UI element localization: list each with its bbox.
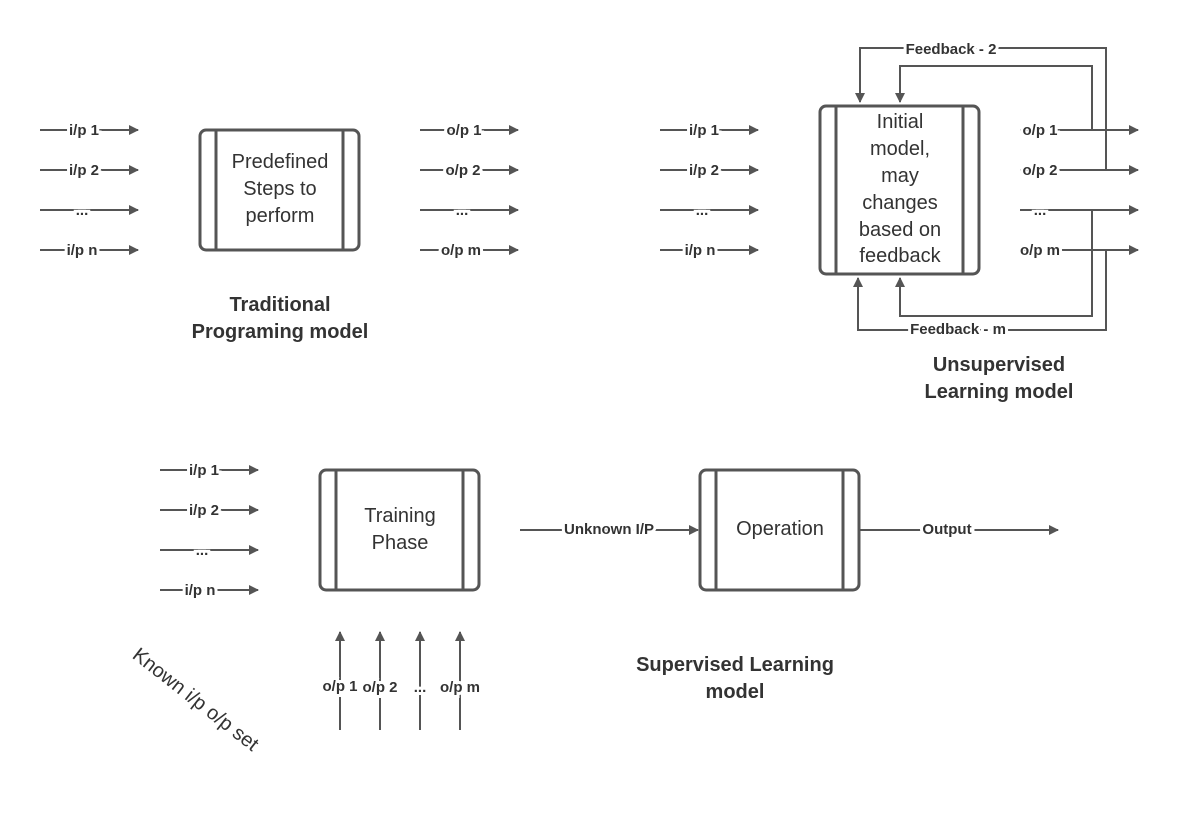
input-label: ... <box>76 202 89 219</box>
output-connector: Output <box>860 518 1059 541</box>
known-output-label: o/p m <box>440 679 480 696</box>
feedback-arrow <box>853 250 1107 331</box>
process-box <box>698 468 861 592</box>
traditional-model: i/p 1 i/p 2 ... i/p n Predefined Steps t… <box>40 119 519 343</box>
predefined-steps-box: Predefined Steps to perform <box>198 128 361 252</box>
output-label: o/p m <box>1020 242 1060 259</box>
input-label: i/p 1 <box>189 462 219 479</box>
box-text: perform <box>246 205 315 227</box>
traditional-title: Programing model <box>192 321 369 343</box>
unsupervised-title: Unsupervised <box>933 354 1065 376</box>
output-label: o/p 1 <box>1022 122 1057 139</box>
output-label: o/p m <box>441 242 481 259</box>
input-label: i/p n <box>685 242 716 259</box>
box-text: Phase <box>372 532 429 554</box>
box-text: changes <box>862 192 938 214</box>
input-label: i/p 2 <box>189 502 219 519</box>
unsupervised-model: i/p 1 i/p 2 ... i/p n Feedback - 2 Feedb… <box>660 38 1139 403</box>
feedback-arrow <box>895 210 1093 317</box>
process-box <box>198 128 361 252</box>
box-text: Predefined <box>232 151 329 173</box>
input-label: i/p n <box>185 582 216 599</box>
unsupervised-outputs: o/p 1 o/p 2 ... o/p m <box>1017 119 1139 262</box>
unsupervised-title: Learning model <box>925 381 1074 403</box>
process-box <box>818 104 981 276</box>
output-label: Output <box>922 521 971 538</box>
traditional-title: Traditional <box>229 294 330 316</box>
output-label: ... <box>1034 202 1047 219</box>
process-box <box>318 468 481 592</box>
box-text: feedback <box>859 245 941 267</box>
unknown-input-label: Unknown I/P <box>564 521 654 538</box>
feedback-arrow <box>895 65 1093 130</box>
training-phase-box: Training Phase <box>318 468 481 592</box>
input-label: i/p 1 <box>689 122 719 139</box>
known-output-label: o/p 2 <box>362 679 397 696</box>
input-label: i/p 2 <box>69 162 99 179</box>
traditional-inputs: i/p 1 i/p 2 ... i/p n <box>40 119 139 262</box>
input-label: i/p n <box>67 242 98 259</box>
unsupervised-inputs: i/p 1 i/p 2 ... i/p n <box>660 119 759 262</box>
known-outputs: o/p 1 o/p 2 ... o/p m <box>319 631 483 730</box>
known-set-label: Known i/p o/p set <box>128 644 263 756</box>
feedback-top-label: Feedback - 2 <box>906 41 997 58</box>
unknown-input-connector: Unknown I/P <box>520 518 699 541</box>
box-text: may <box>881 165 919 187</box>
box-text: Training <box>364 505 436 527</box>
output-label: ... <box>456 202 469 219</box>
feedback-loops: Feedback - 2 Feedback - m <box>853 38 1107 341</box>
operation-box: Operation <box>698 468 861 592</box>
input-label: ... <box>696 202 709 219</box>
box-text: Steps to <box>243 178 316 200</box>
input-label: ... <box>196 542 209 559</box>
box-text: Operation <box>736 518 824 540</box>
known-output-label: o/p 1 <box>322 678 357 695</box>
input-label: i/p 2 <box>689 162 719 179</box>
initial-model-box: Initial model, may changes based on feed… <box>818 104 981 276</box>
supervised-title: model <box>706 681 765 703</box>
output-label: o/p 2 <box>1022 162 1057 179</box>
feedback-bottom-label: Feedback - m <box>910 321 1006 338</box>
traditional-outputs: o/p 1 o/p 2 ... o/p m <box>420 119 519 262</box>
input-label: i/p 1 <box>69 122 99 139</box>
supervised-model: i/p 1 i/p 2 ... i/p n Training Phase o/p… <box>128 459 1059 756</box>
output-label: o/p 2 <box>445 162 480 179</box>
box-text: Initial <box>877 111 924 133</box>
output-label: o/p 1 <box>446 122 481 139</box>
box-text: based on <box>859 219 941 241</box>
supervised-inputs: i/p 1 i/p 2 ... i/p n <box>160 459 259 602</box>
supervised-title: Supervised Learning <box>636 654 834 676</box>
box-text: model, <box>870 138 930 160</box>
known-output-label: ... <box>414 679 427 696</box>
